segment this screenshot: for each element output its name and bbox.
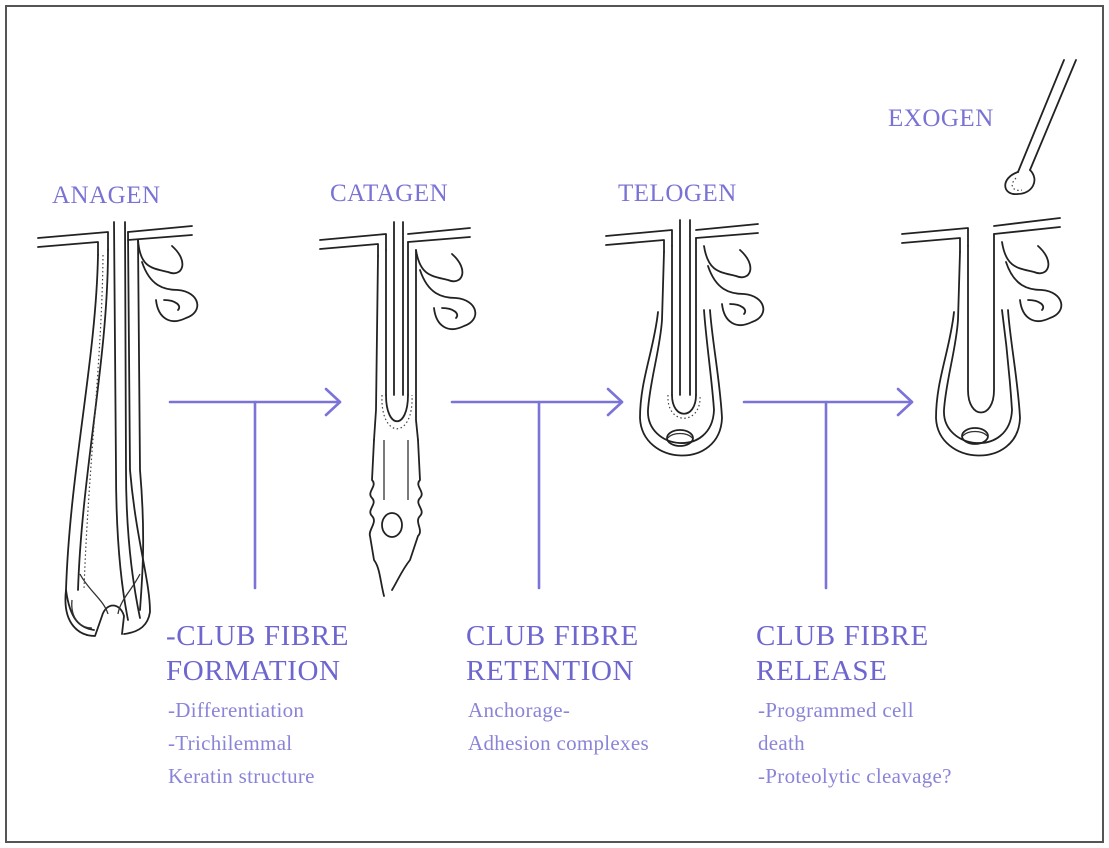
telogen-follicle-drawing [606, 220, 763, 456]
process-title-line: RELEASE [756, 655, 887, 687]
process-note-line: -Proteolytic cleavage? [758, 764, 952, 788]
stage-label-catagen: CATAGEN [330, 180, 448, 207]
process-title-line: CLUB FIBRE [466, 620, 639, 652]
process-title-line: FORMATION [166, 655, 341, 687]
process-note-line: -Programmed cell [758, 698, 914, 722]
arrow-anagen-to-catagen [170, 389, 340, 588]
process-note-line: Anchorage- [468, 698, 570, 722]
anagen-follicle-drawing [38, 222, 197, 636]
stage-label-anagen: ANAGEN [52, 182, 161, 209]
process-club-fibre-formation: -CLUB FIBRE FORMATION -Differentiation -… [166, 620, 349, 788]
stage-label-telogen: TELOGEN [618, 180, 737, 207]
process-club-fibre-retention: CLUB FIBRE RETENTION Anchorage- Adhesion… [466, 620, 649, 755]
catagen-follicle-drawing [320, 222, 475, 596]
process-note-line: Keratin structure [168, 764, 315, 788]
process-note-line: Adhesion complexes [468, 731, 649, 755]
process-note-line: -Trichilemmal [168, 731, 292, 755]
process-title-line: RETENTION [466, 655, 634, 687]
arrow-telogen-to-exogen [744, 389, 912, 588]
arrow-catagen-to-telogen [452, 389, 622, 588]
process-club-fibre-release: CLUB FIBRE RELEASE -Programmed cell deat… [756, 620, 952, 788]
process-note-line: -Differentiation [168, 698, 304, 722]
process-title-line: CLUB FIBRE [756, 620, 929, 652]
process-note-line: death [758, 731, 805, 755]
process-title-line: -CLUB FIBRE [166, 620, 349, 652]
stage-label-exogen: EXOGEN [888, 105, 994, 132]
